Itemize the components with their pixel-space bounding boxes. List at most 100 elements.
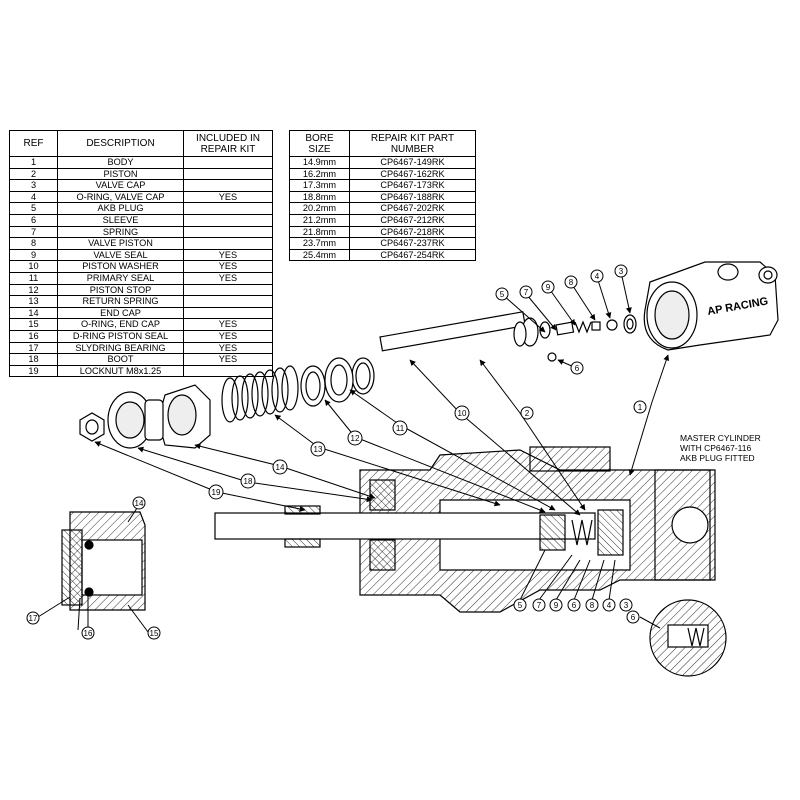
- svg-text:3: 3: [619, 267, 624, 276]
- svg-text:4: 4: [607, 601, 612, 610]
- svg-text:7: 7: [524, 288, 529, 297]
- parts-table: REF DESCRIPTION INCLUDED IN REPAIR KIT 1…: [9, 130, 273, 378]
- svg-text:15: 15: [150, 629, 159, 638]
- end-cap-detail: [61, 511, 146, 611]
- callout-13: 13: [310, 441, 326, 457]
- callout-2: 2: [520, 406, 534, 420]
- parts-cell-description: LOCKNUT M8x1.25: [57, 364, 184, 378]
- parts-cell-included: [183, 167, 273, 181]
- parts-cell-included: [183, 202, 273, 215]
- section-callout-4: 4: [602, 598, 616, 612]
- svg-text:9: 9: [554, 601, 559, 610]
- svg-text:19: 19: [212, 488, 221, 497]
- svg-text:6: 6: [631, 613, 636, 622]
- svg-text:6: 6: [575, 364, 580, 373]
- detail-callout-14: 14: [132, 496, 146, 510]
- bore-cell-part: CP6467-188RK: [349, 190, 476, 204]
- boot-part: [107, 391, 164, 449]
- parts-cell-included: YES: [183, 190, 273, 204]
- parts-cell-included: [183, 225, 273, 239]
- bore-cell-part: CP6467-254RK: [349, 248, 476, 262]
- callout-19: 19: [208, 484, 224, 500]
- kit-header-line1: REPAIR KIT PART: [370, 132, 455, 144]
- svg-text:17: 17: [29, 614, 38, 623]
- svg-text:8: 8: [569, 278, 574, 287]
- parts-cell-ref: 6: [9, 213, 58, 227]
- callout-12: 12: [347, 430, 363, 446]
- ref-header: REF: [9, 130, 58, 157]
- svg-text:6: 6: [572, 601, 577, 610]
- callout-18: 18: [240, 473, 256, 489]
- bore-cell-part: CP6467-212RK: [349, 213, 476, 227]
- bore-cell-part: CP6467-218RK: [349, 225, 476, 239]
- svg-text:10: 10: [458, 409, 467, 418]
- section-callout-9: 9: [549, 598, 563, 612]
- included-header-line1: INCLUDED IN: [196, 132, 260, 144]
- parts-cell-included: [183, 179, 273, 192]
- svg-text:14: 14: [276, 463, 285, 472]
- section-callout-5: 5: [513, 598, 527, 612]
- callout-7: 7: [519, 285, 533, 299]
- included-header: INCLUDED IN REPAIR KIT: [183, 130, 273, 157]
- leader-lines: [37, 271, 670, 633]
- note-line1: MASTER CYLINDER: [680, 433, 761, 443]
- parts-cell-description: PISTON: [57, 167, 184, 181]
- callout-6: 6: [570, 361, 584, 375]
- bore-header-line1: BORE: [305, 132, 334, 144]
- note-line2: WITH CP6467-116: [680, 443, 752, 453]
- section-callout-8: 8: [585, 598, 599, 612]
- bore-cell-part: CP6467-162RK: [349, 167, 476, 181]
- detail-callout-15: 15: [147, 626, 161, 640]
- svg-text:18: 18: [244, 477, 253, 486]
- exploded-parts: AP RACING: [79, 261, 779, 449]
- detail-callout-17: 17: [26, 611, 40, 625]
- kit-header-line2: NUMBER: [390, 143, 435, 155]
- callouts: 1 2 10 11 12 13 14 18 19 5 7 9 8 4 3 6 5…: [26, 264, 647, 640]
- note-line3: AKB PLUG FITTED: [680, 453, 755, 463]
- bore-cell-part: CP6467-173RK: [349, 179, 476, 192]
- return-spring: [221, 365, 299, 423]
- bore-header: BORE SIZE: [289, 130, 350, 157]
- svg-text:3: 3: [624, 601, 629, 610]
- akb-plug-detail: [649, 599, 727, 677]
- bore-cell-part: CP6467-149RK: [349, 156, 476, 169]
- seal-rings: [300, 357, 375, 407]
- included-header-line2: REPAIR KIT: [200, 143, 256, 155]
- detail-callout-6: 6: [626, 610, 640, 624]
- section-callout-3: 3: [619, 598, 633, 612]
- callout-8: 8: [564, 275, 578, 289]
- svg-text:8: 8: [590, 601, 595, 610]
- callout-5: 5: [495, 287, 509, 301]
- end-cap: [157, 384, 211, 449]
- svg-text:5: 5: [500, 290, 505, 299]
- piston-part: [379, 311, 551, 352]
- bore-header-line2: SIZE: [308, 143, 331, 155]
- svg-text:9: 9: [546, 283, 551, 292]
- valve-components: [547, 314, 637, 362]
- detail-callout-16: 16: [81, 626, 95, 640]
- callout-9: 9: [541, 280, 555, 294]
- parts-cell-included: [183, 237, 273, 250]
- assembly-note: MASTER CYLINDER WITH CP6467-116 AKB PLUG…: [680, 433, 790, 463]
- section-callout-7: 7: [532, 598, 546, 612]
- parts-cell-included: [183, 156, 273, 169]
- svg-text:5: 5: [518, 601, 523, 610]
